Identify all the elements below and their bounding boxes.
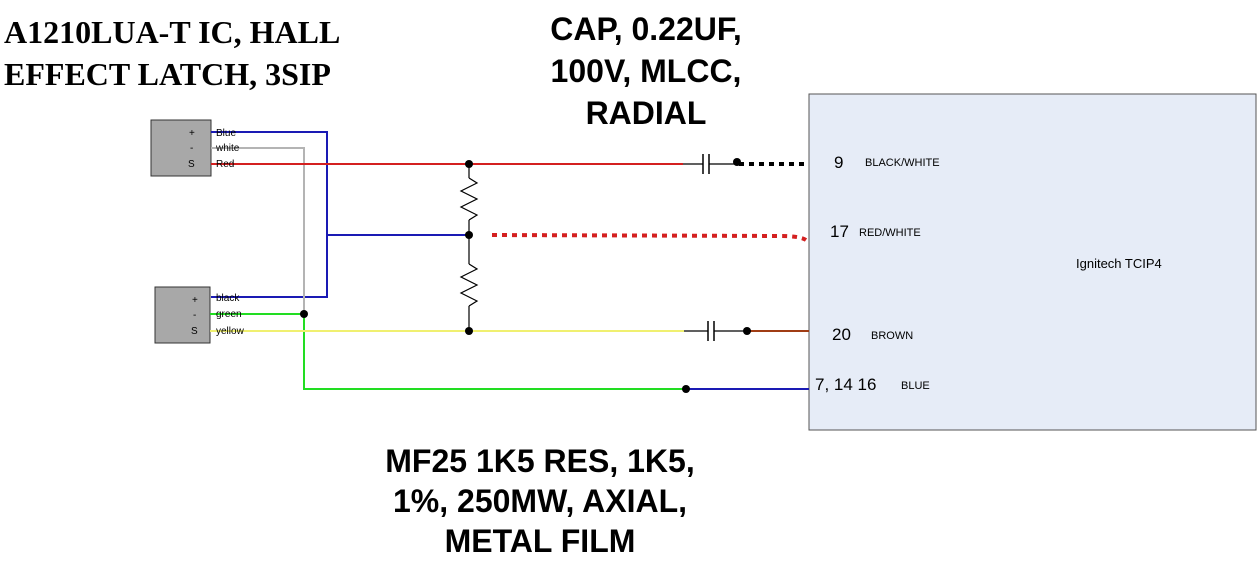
ignition-module-box [808,93,1257,431]
wire-label-blue: Blue [216,128,236,139]
hall-sensor-title-line2: EFFECT LATCH, 3SIP [4,56,331,92]
sensor-top-pin-plus: + [189,128,195,139]
module-pin-20-color: BROWN [871,330,913,342]
module-pin-ground-color: BLUE [901,380,930,392]
sensor-top-pin-minus: - [190,143,193,154]
hall-sensor-top-box [150,119,212,177]
wire-white-top [211,147,305,314]
module-pin-20-number: 20 [832,325,851,344]
resistor-title-line2: 1%, 250MW, AXIAL, [393,483,687,519]
sensor-bottom-pin-signal: S [191,326,198,337]
capacitor-title-line1: CAP, 0.22UF, [550,11,742,47]
junction-dot-red [465,160,473,168]
wire-label-green: green [216,309,242,320]
hall-sensor-bottom-box [154,286,211,344]
sensor-bottom-pin-minus: - [193,310,196,321]
resistor-lower [459,263,479,307]
junction-dot-yellow [465,327,473,335]
ignition-module-name: Ignitech TCIP4 [1076,256,1162,271]
wire-label-red: Red [216,159,234,170]
junction-dot-cap-bottom [743,327,751,335]
junction-dot-green [300,310,308,318]
junction-dot-cap-top [733,158,741,166]
module-pin-9-number: 9 [834,153,843,172]
wire-red-white-dashed [491,233,808,242]
module-pin-17-number: 17 [830,222,849,241]
hall-sensor-title-line1: A1210LUA-T IC, HALL [4,14,340,50]
wire-label-black: black [216,293,240,304]
junction-dot-blue [465,231,473,239]
sensor-top-pin-signal: S [188,159,195,170]
wire-green-ground [210,313,686,390]
wire-label-yellow: yellow [216,326,245,337]
module-pin-ground-number: 7, 14 16 [815,375,876,394]
capacitor-title-line3: RADIAL [586,95,707,131]
junction-dot-ground [682,385,690,393]
wire-label-white: white [215,143,240,154]
module-pin-9-color: BLACK/WHITE [865,157,940,169]
resistor-title-line1: MF25 1K5 RES, 1K5, [385,443,694,479]
module-pin-17-color: RED/WHITE [859,227,921,239]
wire-blue-top [211,131,328,298]
resistor-upper [459,177,479,221]
resistor-title-line3: METAL FILM [445,523,636,559]
capacitor-title-line2: 100V, MLCC, [551,53,742,89]
sensor-bottom-pin-plus: + [192,295,198,306]
